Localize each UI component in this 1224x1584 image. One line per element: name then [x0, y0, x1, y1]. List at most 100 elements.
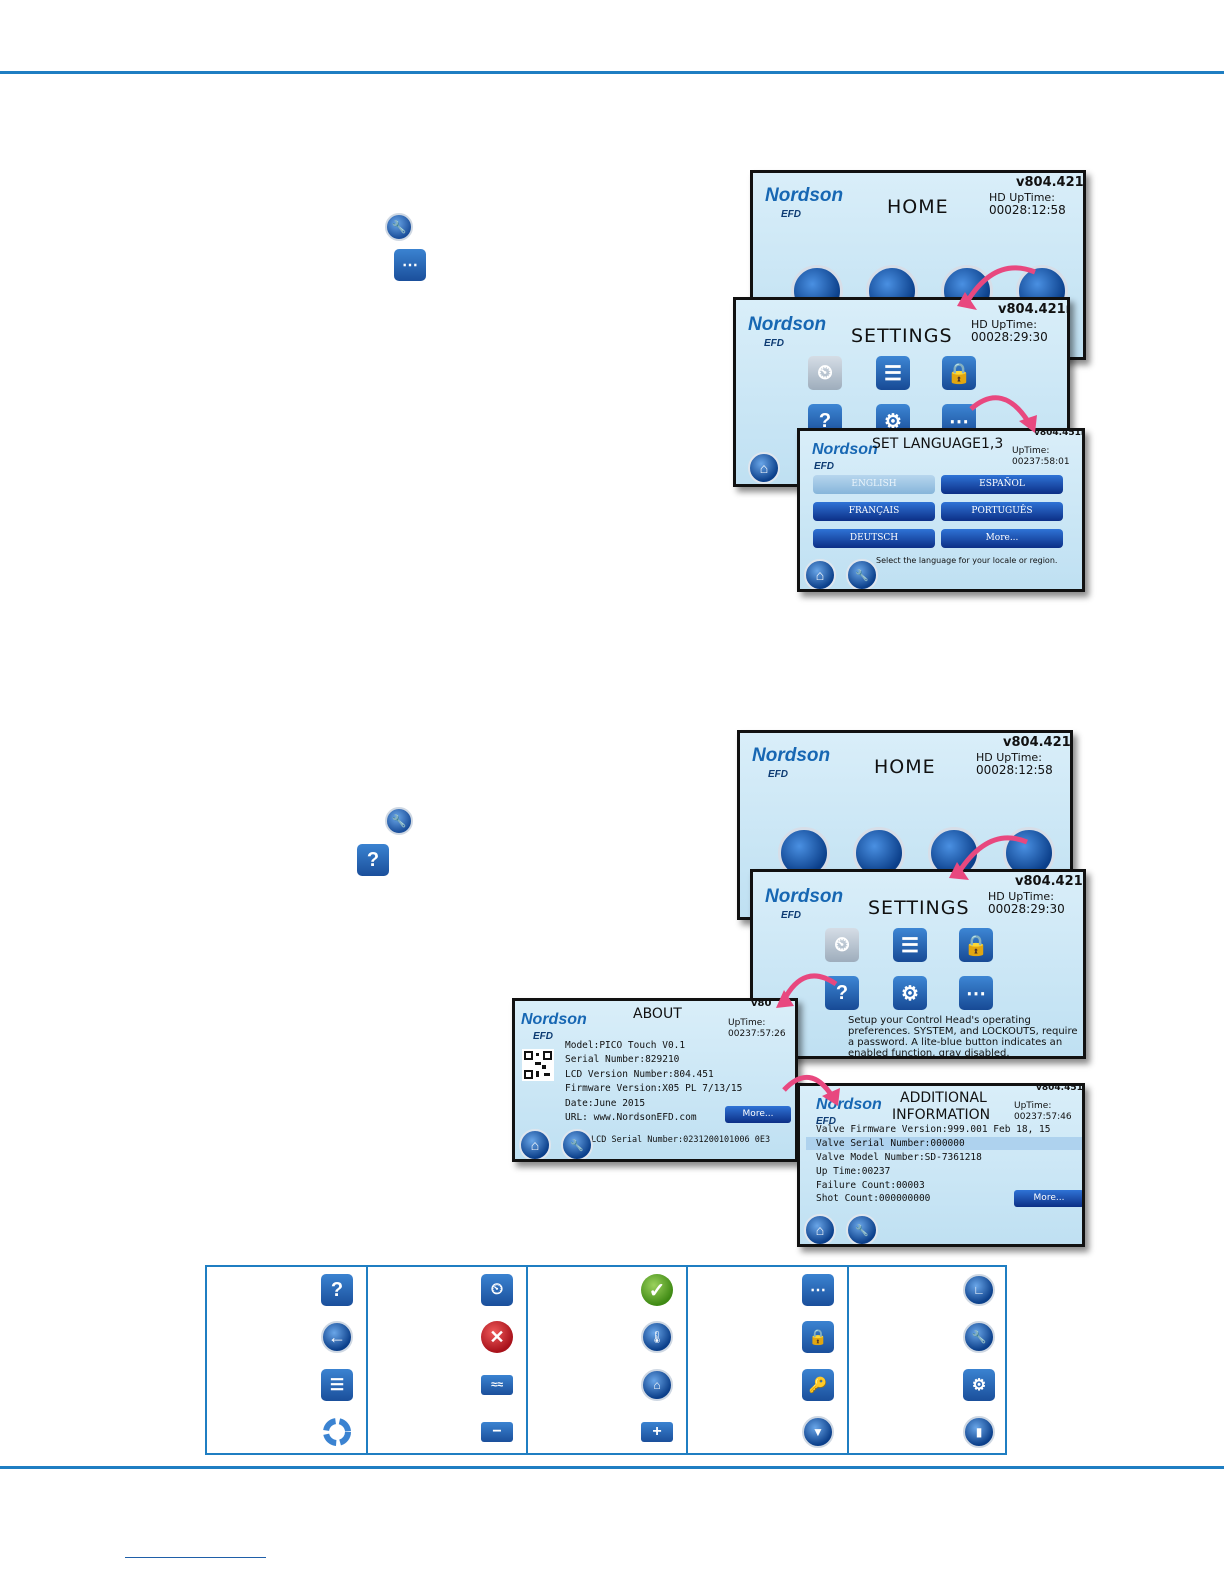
- top-rule: [0, 71, 1224, 74]
- lcd-serial-line: LCD Serial Number:0231200101006 0E3: [591, 1135, 771, 1145]
- language-chat-icon: ⋯: [802, 1274, 834, 1306]
- dispense-down-icon: ▼: [802, 1416, 834, 1448]
- info-line: Valve Firmware Version:999.001 Feb 18, 1…: [816, 1124, 1051, 1135]
- system-gears-icon: ⚙: [963, 1369, 995, 1401]
- temperature-icon: 🌡: [641, 1321, 673, 1353]
- info-line: Shot Count:000000000: [816, 1193, 931, 1204]
- qr-code-icon: [522, 1049, 554, 1081]
- language-espanol-button[interactable]: ESPAÑOL: [941, 475, 1063, 494]
- timer-icon: ⏲: [481, 1274, 513, 1306]
- chat-icon: ⋯: [394, 249, 426, 281]
- settings-wrench-button[interactable]: 🔧: [846, 1214, 878, 1244]
- screen-title-line2: INFORMATION: [892, 1107, 991, 1123]
- question-icon: ?: [357, 844, 389, 876]
- flow-arrow-icon: [782, 1074, 840, 1106]
- flow-arrow-icon: [949, 835, 1028, 880]
- about-line: URL: www.NordsonEFD.com: [565, 1112, 697, 1123]
- info-line: Up Time:00237: [816, 1166, 891, 1177]
- bottom-rule: [0, 1466, 1224, 1469]
- flow-arrow-icon: [776, 973, 838, 1008]
- settings-sliders-icon[interactable]: ☰: [876, 356, 910, 390]
- wrench-icon: 🔧: [385, 213, 413, 241]
- version-label: v804.421r: [1003, 735, 1073, 750]
- info-line: Valve Model Number:SD-7361218: [816, 1152, 982, 1163]
- uptime-label: HD UpTime:00028:12:58: [976, 751, 1053, 777]
- settings-sliders-icon[interactable]: ☰: [893, 928, 927, 962]
- timer-lock-icon[interactable]: ⏲: [825, 928, 859, 962]
- question-icon: ?: [321, 1274, 353, 1306]
- flow-arrow-icon: [969, 395, 1037, 433]
- language-portugues-button[interactable]: PORTUGUÊS: [941, 502, 1063, 521]
- version-label: v804.421r: [998, 302, 1070, 317]
- about-line: LCD Version Number:804.451: [565, 1069, 714, 1080]
- settings-caption: Setup your Control Head's operating pref…: [848, 1015, 1078, 1059]
- lock-icon: 🔒: [802, 1321, 834, 1353]
- home-button[interactable]: ⌂: [748, 452, 780, 484]
- info-line: Failure Count:00003: [816, 1180, 925, 1191]
- language-deutsch-button[interactable]: DEUTSCH: [813, 529, 935, 548]
- lock-icon[interactable]: 🔒: [942, 356, 976, 390]
- wrench-icon: 🔧: [385, 807, 413, 835]
- system-gears-icon[interactable]: ⚙: [893, 976, 927, 1010]
- timer-lock-icon[interactable]: ⏲: [808, 356, 842, 390]
- version-label: v80: [751, 998, 772, 1009]
- language-francais-button[interactable]: FRANÇAIS: [813, 502, 935, 521]
- version-label: v804.421r: [1016, 175, 1086, 190]
- uptime-label: HD UpTime:00028:12:58: [989, 191, 1066, 217]
- column-divider: [686, 1267, 688, 1453]
- settings-wrench-button[interactable]: 🔧: [561, 1129, 593, 1159]
- language-english-button[interactable]: ENGLISH: [813, 475, 935, 494]
- column-divider: [526, 1267, 528, 1453]
- info-line: Valve Serial Number:000000: [816, 1138, 965, 1149]
- home-button[interactable]: ⌂: [804, 559, 836, 589]
- version-label: v804.421r: [1015, 874, 1086, 889]
- screen-title: SET LANGUAGE1,3: [872, 436, 1004, 452]
- back-arrow-icon: ←: [321, 1321, 353, 1353]
- uptime-label: UpTime:00237:58:01: [1012, 446, 1070, 467]
- key-icon: 🔑: [802, 1369, 834, 1401]
- more-button[interactable]: More...: [1014, 1190, 1082, 1207]
- uptime-label: UpTime:00237:57:26: [728, 1018, 786, 1039]
- plus-icon: +: [641, 1422, 673, 1442]
- valve-icon: ≈≈: [481, 1375, 513, 1395]
- dispense-icon: ▮: [963, 1416, 995, 1448]
- home-button[interactable]: ⌂: [519, 1129, 551, 1159]
- screen-title: ABOUT: [633, 1006, 682, 1022]
- language-caption: Select the language for your locale or r…: [876, 556, 1058, 565]
- home-button[interactable]: ⌂: [804, 1214, 836, 1244]
- more-button[interactable]: More...: [725, 1106, 791, 1123]
- version-label: v804.451: [1036, 1083, 1083, 1093]
- column-divider: [366, 1267, 368, 1453]
- minus-icon: −: [481, 1422, 513, 1442]
- home-icon: ⌂: [641, 1369, 673, 1401]
- about-line: Model:PICO Touch V0.1: [565, 1040, 686, 1051]
- uptime-label: HD UpTime:00028:29:30: [971, 318, 1048, 344]
- icon-legend-table: ? ← ☰ ⏲ ✕ ≈≈ − ✓ 🌡 ⌂ + ⋯ 🔒 🔑 ▼ ∟ 🔧 ⚙ ▮: [205, 1265, 1007, 1455]
- footer-link-underline[interactable]: [125, 1557, 266, 1558]
- wrench-icon: 🔧: [963, 1321, 995, 1353]
- lock-icon[interactable]: 🔒: [959, 928, 993, 962]
- language-more-button[interactable]: More...: [941, 529, 1063, 548]
- refresh-icon: [321, 1416, 353, 1448]
- screen-title: HOME: [874, 756, 936, 778]
- about-line: Firmware Version:X05 PL 7/13/15: [565, 1083, 743, 1094]
- about-line: Serial Number:829210: [565, 1054, 680, 1065]
- uptime-label: HD UpTime:00028:29:30: [988, 890, 1065, 916]
- column-divider: [847, 1267, 849, 1453]
- screen-title: ADDITIONAL: [900, 1090, 987, 1106]
- settings-wrench-button[interactable]: 🔧: [846, 559, 878, 589]
- cancel-icon: ✕: [481, 1321, 513, 1353]
- language-chat-icon[interactable]: ⋯: [959, 976, 993, 1010]
- screen-title: SETTINGS: [851, 325, 953, 347]
- about-line: Date:June 2015: [565, 1098, 646, 1109]
- screen-title: HOME: [887, 196, 949, 218]
- settings-sliders-icon: ☰: [321, 1369, 353, 1401]
